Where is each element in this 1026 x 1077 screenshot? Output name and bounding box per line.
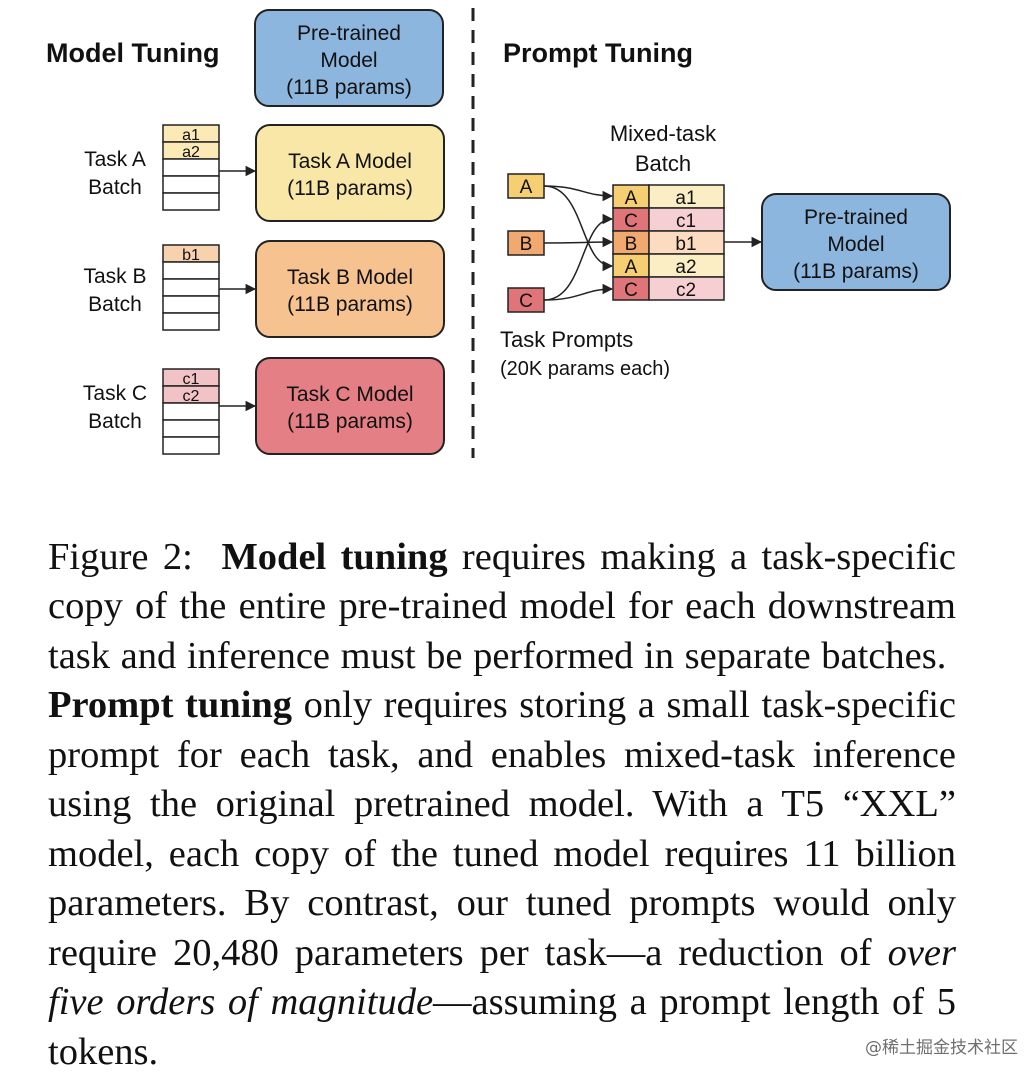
pt-pretrained-line3: (11B params) bbox=[793, 260, 919, 283]
prompt-tuning-heading: Prompt Tuning bbox=[503, 38, 693, 68]
mt-pretrained-line2: Model bbox=[320, 49, 377, 72]
mixed-row-4-token: a2 bbox=[675, 257, 696, 278]
task-b-model-line1: Task B Model bbox=[287, 266, 413, 289]
task-b-model bbox=[256, 241, 444, 337]
pt-pretrained-line2: Model bbox=[827, 233, 884, 256]
task-prompts: A B C bbox=[508, 174, 544, 312]
mixed-row-5-token: c2 bbox=[676, 280, 696, 301]
task-c-batch-table: c1 c2 bbox=[163, 369, 219, 454]
task-a-model bbox=[256, 125, 444, 221]
task-prompts-label-line2: (20K params each) bbox=[500, 358, 670, 380]
task-a-model-line1: Task A Model bbox=[288, 150, 412, 173]
task-b-group: Task B Batch b1 Task B Model (11B params… bbox=[83, 241, 444, 337]
mixed-row-1-token: a1 bbox=[675, 188, 696, 209]
task-c-batch-line2: Batch bbox=[88, 410, 142, 433]
task-prompts-label-line1: Task Prompts bbox=[500, 327, 633, 352]
mixed-row-5-task: C bbox=[624, 280, 638, 301]
mixed-row-1-task: A bbox=[625, 188, 638, 209]
prompt-routing-arrows bbox=[544, 186, 612, 300]
prompt-b-label: B bbox=[520, 234, 533, 255]
watermark: @稀土掘金技术社区 bbox=[865, 1033, 1018, 1058]
mixed-batch-label-line2: Batch bbox=[635, 151, 691, 176]
mixed-row-4-task: A bbox=[625, 257, 638, 278]
task-a-group: Task A Batch a1 a2 Task A Model (11B par… bbox=[84, 125, 444, 221]
task-c-batch-line1: Task C bbox=[83, 382, 147, 405]
task-b-batch-line1: Task B bbox=[83, 265, 146, 288]
caption-figure-label: Figure 2: bbox=[48, 536, 193, 578]
mt-pretrained-line1: Pre-trained bbox=[297, 22, 401, 45]
task-b-batch-line2: Batch bbox=[88, 293, 142, 316]
task-c-model bbox=[256, 358, 444, 454]
figure-diagram: Model Tuning Pre-trained Model (11B para… bbox=[0, 0, 1026, 470]
task-c-model-line2: (11B params) bbox=[287, 410, 413, 433]
mixed-batch-label-line1: Mixed-task bbox=[610, 121, 717, 146]
mixed-task-batch-table: A a1 C c1 B b1 A a2 C c2 bbox=[613, 185, 724, 301]
prompt-a-label: A bbox=[520, 177, 533, 198]
task-b-model-line2: (11B params) bbox=[287, 293, 413, 316]
caption-text-2: only requires stor­ing a small task-spec… bbox=[48, 684, 956, 974]
mixed-row-3-task: B bbox=[625, 234, 638, 255]
task-b-batch-table: b1 bbox=[163, 245, 219, 330]
task-a-batch-table: a1 a2 bbox=[163, 125, 219, 210]
task-a-batch-line1: Task A bbox=[84, 148, 146, 171]
caption-bold-model-tuning: Model tuning bbox=[221, 536, 447, 578]
mixed-row-2-token: c1 bbox=[676, 211, 696, 232]
task-c-group: Task C Batch c1 c2 Task C Model (11B par… bbox=[83, 358, 444, 454]
task-a-batch-line2: Batch bbox=[88, 176, 142, 199]
figure-caption: Figure 2: Model tuning requires making a… bbox=[48, 533, 956, 1077]
mt-pretrained-line3: (11B params) bbox=[286, 76, 412, 99]
pt-pretrained-model: Pre-trained Model (11B params) bbox=[762, 194, 950, 290]
task-a-model-line2: (11B params) bbox=[287, 177, 413, 200]
model-tuning-heading: Model Tuning bbox=[46, 38, 219, 68]
caption-bold-prompt-tuning: Prompt tuning bbox=[48, 684, 292, 726]
mixed-row-2-task: C bbox=[624, 211, 638, 232]
mixed-row-3-token: b1 bbox=[675, 234, 696, 255]
mt-pretrained-model: Pre-trained Model (11B params) bbox=[255, 10, 443, 106]
task-c-model-line1: Task C Model bbox=[286, 383, 413, 406]
pt-pretrained-line1: Pre-trained bbox=[804, 206, 908, 229]
prompt-c-label: C bbox=[519, 291, 533, 312]
